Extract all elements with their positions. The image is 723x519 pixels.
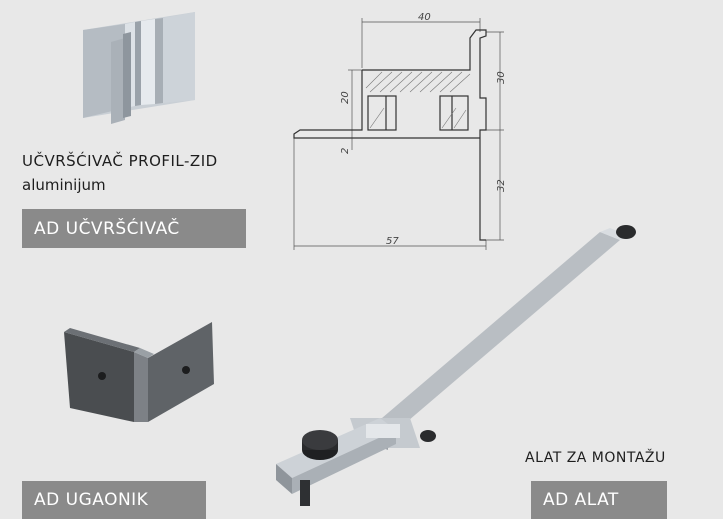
corner-label-text: AD UGAONIK xyxy=(34,490,149,510)
tool-label-text: AD ALAT xyxy=(543,490,619,510)
product-title: UČVRŠĆIVAČ PROFIL-ZID xyxy=(22,152,218,170)
fastener-label: AD UČVRŠĆIVAČ xyxy=(22,209,246,248)
technical-drawing: 40 30 20 2 32 57 xyxy=(293,12,507,250)
tool-label: AD ALAT xyxy=(531,481,667,519)
profile-image xyxy=(83,12,195,124)
corner-label: AD UGAONIK xyxy=(22,481,206,519)
dim-40: 40 xyxy=(418,12,431,23)
tool-caption: ALAT ZA MONTAŽU xyxy=(525,450,666,466)
dim-32: 32 xyxy=(496,179,507,192)
fastener-label-text: AD UČVRŠĆIVAČ xyxy=(34,218,180,239)
corner-bracket-image xyxy=(64,322,214,422)
dim-20: 20 xyxy=(340,91,351,104)
assembly-tool-image xyxy=(276,225,636,506)
dim-2: 2 xyxy=(340,148,351,154)
dim-57: 57 xyxy=(386,236,399,247)
dim-30: 30 xyxy=(496,71,507,84)
product-material: aluminijum xyxy=(22,176,106,194)
